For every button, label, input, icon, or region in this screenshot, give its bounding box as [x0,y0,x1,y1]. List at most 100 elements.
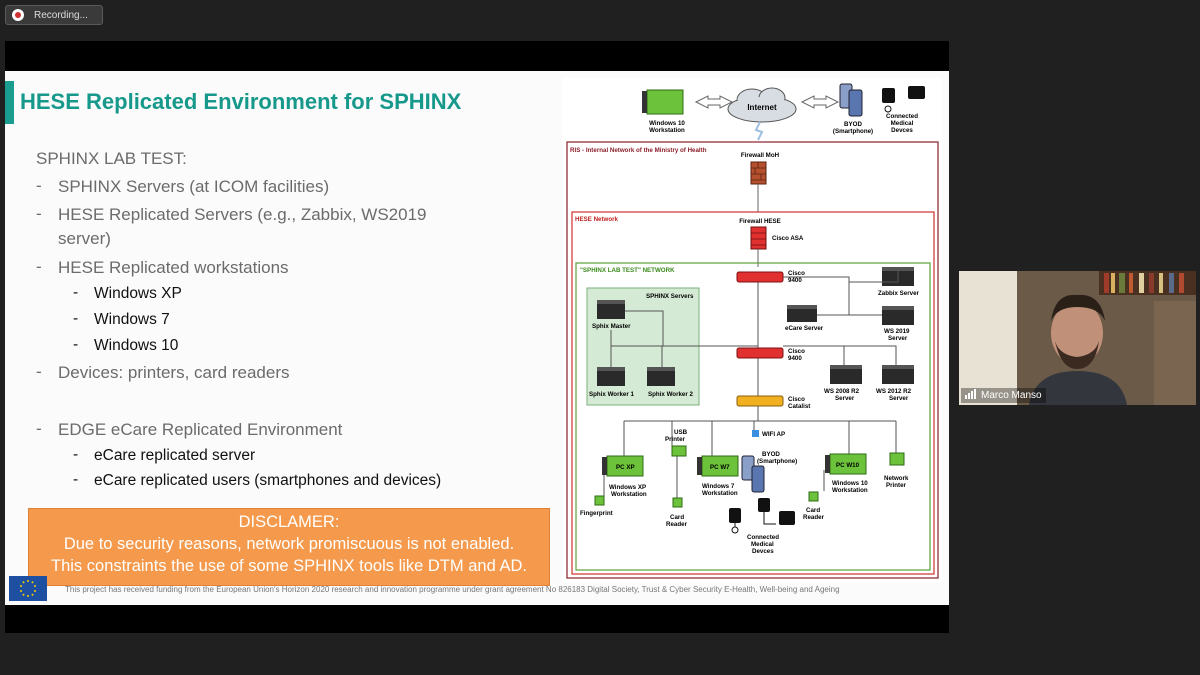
printer-icon [671,445,687,457]
sub-bullet-text: eCare replicated server [94,447,256,464]
label-text: 9400 [788,277,802,284]
switch-icon [736,347,784,359]
label-text: Cisco [788,270,805,277]
hese-network-label: HESE Network [575,216,619,223]
ris-network-box [566,141,939,579]
label-text: Server [889,395,909,402]
lab-network-box [575,262,931,571]
signal-bars-icon [965,389,977,402]
label-text: Fingerprint [580,510,613,517]
server-icon [787,305,817,322]
label-text: USB [674,429,688,436]
label-text: (Smartphone) [757,458,797,465]
pc-label: PC XP [616,464,635,471]
label-text: (Smartphone) [833,128,873,135]
bullet-text: HESE Replicated workstations [58,258,289,277]
sub-bullet-text: Windows XP [94,285,182,302]
label-text: Connected [886,113,918,120]
pc-label: PC W10 [836,462,860,469]
card-reader-icon [672,497,683,508]
firewall-icon [750,161,767,185]
sub-bullet-text: Windows 7 [94,311,170,328]
workstation-icon [602,455,644,477]
double-arrow-icon [800,95,840,109]
slide-title: HESE Replicated Environment for SPHINX [20,89,462,114]
workstation-icon [642,89,684,115]
label-text: Workstation [611,491,647,498]
server-icon [597,367,625,386]
ris-label: RIS - Internal Network of the Ministry o… [570,147,707,154]
hese-network-box [571,211,935,575]
medical-device-icon [729,498,795,534]
slide: HESE Replicated Environment for SPHINX S… [5,71,949,605]
label-text: Workstation [832,487,868,494]
participant-video-frame [959,271,1196,405]
label-text: WS 2012 R2 [876,388,912,395]
medical-device-icon [882,86,925,113]
label-text: Card [670,514,684,521]
label-text: WS 2008 R2 [824,388,860,395]
label-text: Server [835,395,855,402]
participant-name: Marco Manso [981,390,1042,401]
sub-bullet-dash: - [73,284,79,301]
network-diagram: Windows 10 Workstation Internet BYOD (Sm… [562,78,942,583]
label-text: WS 2019 [884,328,910,335]
sub-bullet-text: Windows 10 [94,337,179,354]
label-text: Devces [891,127,913,134]
bullet-dash: - [36,362,42,381]
bullet-text: SPHINX Servers (at ICOM facilities) [58,177,330,196]
smartphone-icon [741,455,765,493]
sub-bullet-dash: - [73,471,79,488]
disclaimer-line: This constraints the use of some SPHINX … [51,557,527,575]
participant-name-tag: Marco Manso [961,388,1046,403]
printer-icon [889,452,905,466]
label-text: Server [888,335,908,342]
participant-video[interactable]: Marco Manso [959,271,1196,405]
server-icon [597,300,625,319]
label-text: Workstation [702,490,738,497]
label-text: Sphix Master [592,323,631,330]
workstation-icon [825,453,867,475]
title-accent-bar [5,81,14,124]
label-text: Cisco [788,396,805,403]
workstation-icon [697,455,739,477]
sub-bullet-dash: - [73,310,79,327]
label-text: Windows 10 [649,120,685,127]
server-icon [882,306,914,325]
sub-bullet-dash: - [73,446,79,463]
sub-bullet-text: eCare replicated users (smartphones and … [94,472,442,489]
label-text: Sphix Worker 2 [648,391,693,398]
smartphone-icon [839,83,863,117]
switch-icon [736,271,784,283]
label-text: BYOD [762,451,780,458]
funding-note: This project has received funding from t… [65,585,840,594]
recording-indicator[interactable]: Recording... [5,5,103,25]
label-text: Cisco ASA [772,235,804,242]
bullet-dash: - [36,257,42,276]
bullet-text: server) [58,229,111,248]
label-text: Connected [747,534,779,541]
label-text: Firewall MoH [741,152,780,159]
label-text: Catalist [788,403,810,410]
lab-network-label: "SPHINX LAB TEST" NETWORK [580,267,675,274]
label-text: Workstation [649,127,685,134]
label-text: 9400 [788,355,802,362]
label-text: Medical [751,541,774,548]
link-bolt [754,121,764,141]
bullet-text: EDGE eCare Replicated Environment [58,420,343,439]
label-text: WIFI AP [762,431,785,438]
label-text: Network [884,475,909,482]
label-text: Printer [665,436,686,443]
record-icon [12,9,24,21]
label-text: Medical [891,120,914,127]
label-text: Windows 10 [832,480,868,487]
card-reader-icon [808,491,819,502]
switch-icon [736,395,784,407]
label-text: eCare Server [785,325,824,332]
bullet-dash: - [36,419,42,438]
bullet-text: HESE Replicated Servers (e.g., Zabbix, W… [58,205,427,224]
cloud-icon [727,87,797,123]
bullet-dash: - [36,176,42,195]
eu-flag-icon [9,576,47,601]
firewall-icon [750,226,767,250]
